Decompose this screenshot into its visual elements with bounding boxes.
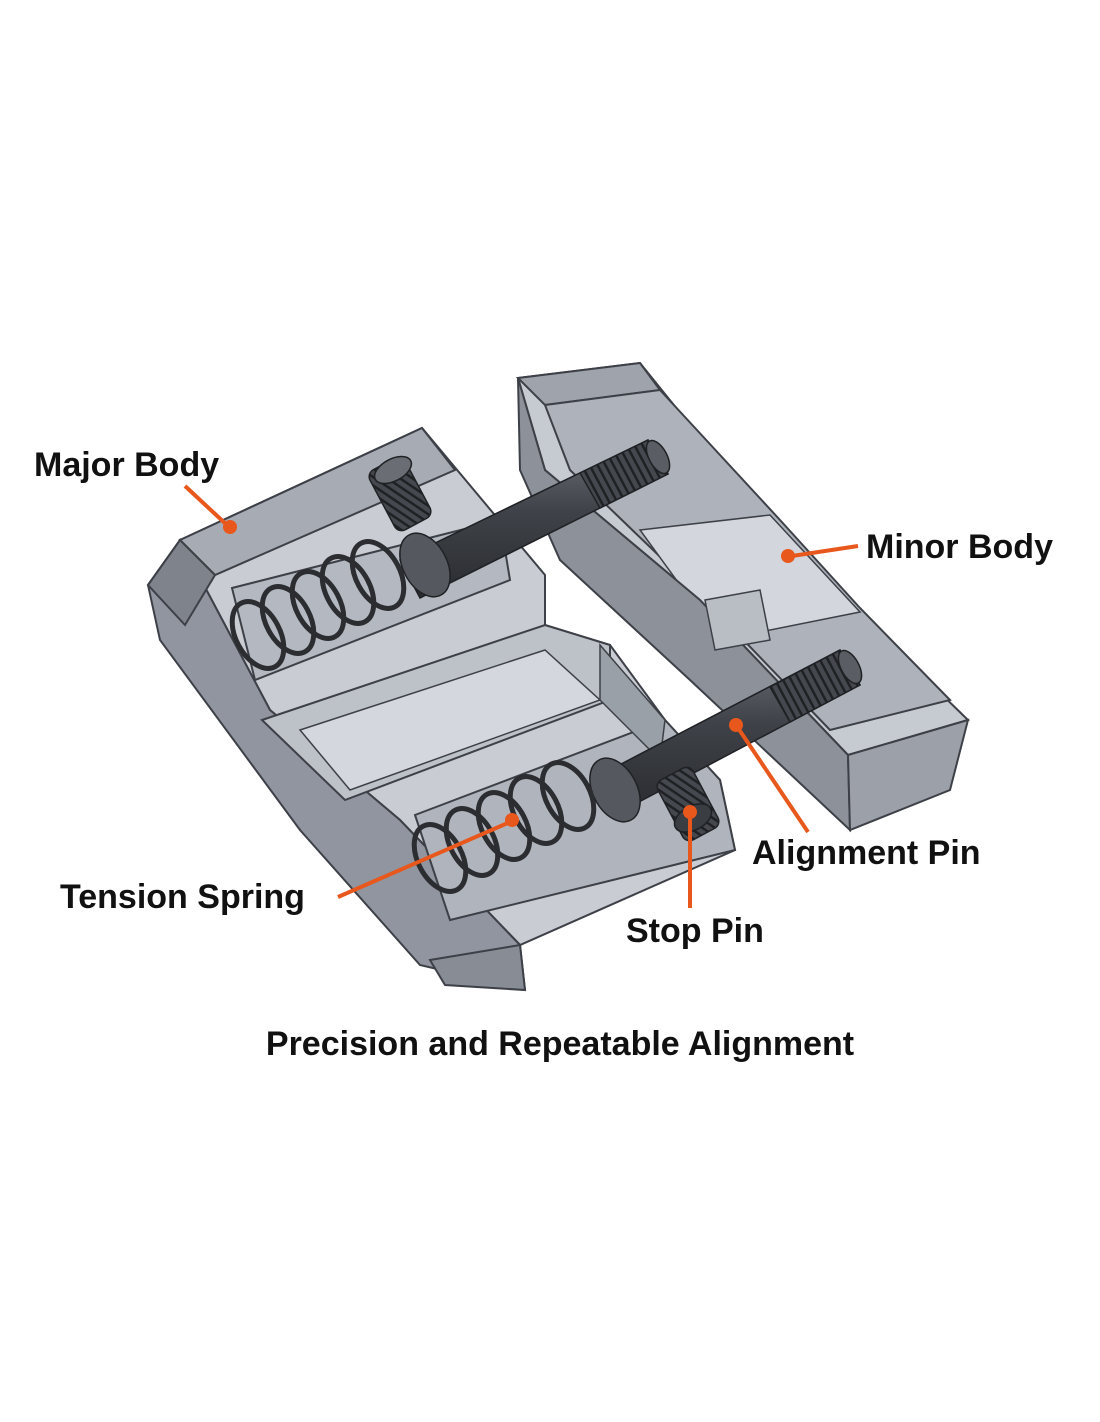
callout-minor-body: Minor Body — [781, 528, 1053, 566]
upper-stop-pin — [368, 455, 432, 532]
minor-body-leader — [791, 544, 859, 558]
tension-spring-label: Tension Spring — [60, 878, 305, 916]
stop-pin-dot — [683, 805, 697, 819]
callout-stop-pin: Stop Pin — [626, 805, 764, 950]
stop-pin-label: Stop Pin — [626, 912, 764, 950]
minor-body-dot — [781, 549, 795, 563]
callout-major-body: Major Body — [34, 446, 237, 534]
major-body-dot — [223, 520, 237, 534]
diagram-caption: Precision and Repeatable Alignment — [266, 1025, 854, 1063]
major-body-label: Major Body — [34, 446, 219, 484]
minor-body-label: Minor Body — [866, 528, 1053, 566]
alignment-pin-leader — [736, 726, 810, 834]
callout-alignment-pin: Alignment Pin — [729, 718, 981, 872]
upper-alignment-pin-tip — [645, 439, 671, 475]
upper-tension-spring — [229, 539, 407, 671]
major-body-bottom-bevel — [428, 943, 527, 992]
minor-body-notch — [704, 589, 771, 651]
upper-pin-assembly — [229, 439, 671, 671]
tension-spring-leader — [337, 820, 511, 899]
major-body-leader — [183, 484, 230, 528]
major-body-front-bevel — [146, 538, 217, 627]
minor-body-far-bevel — [846, 718, 970, 832]
lower-pin-assembly — [411, 648, 863, 894]
lower-alignment-pin-thread — [768, 648, 862, 724]
lower-pin-collar — [589, 757, 641, 823]
callout-tension-spring: Tension Spring — [60, 813, 519, 916]
lower-alignment-pin-tip — [837, 649, 863, 685]
alignment-pin-label: Alignment Pin — [752, 834, 981, 872]
upper-pin-collar — [399, 532, 451, 598]
upper-alignment-pin-thread — [578, 439, 670, 509]
tension-spring-dot — [505, 813, 519, 827]
alignment-pin-dot — [729, 718, 743, 732]
